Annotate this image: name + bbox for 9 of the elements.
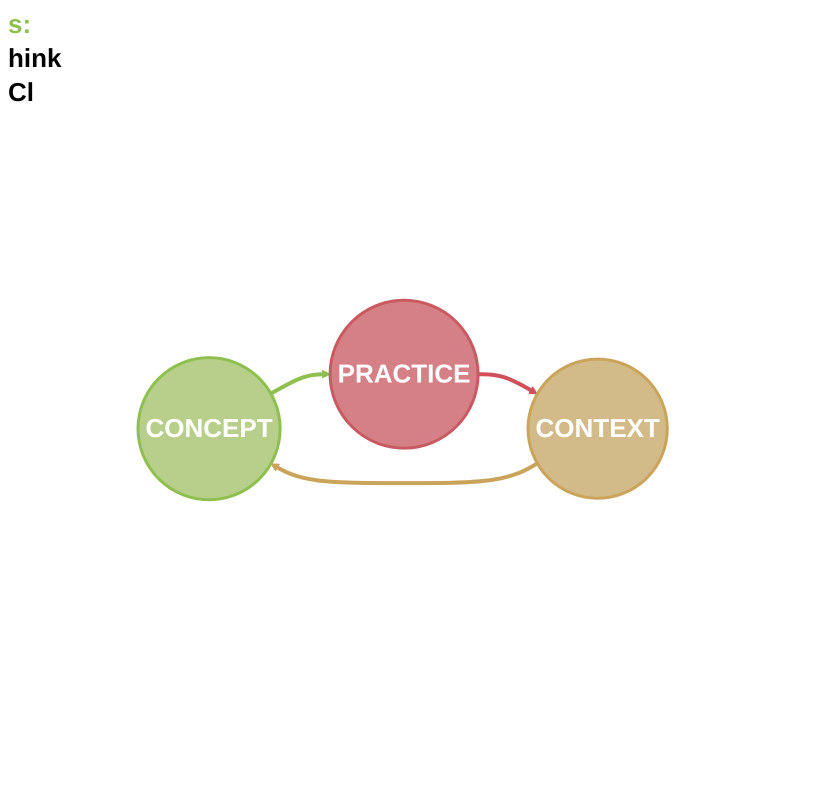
cropped-text: Cl [8, 76, 35, 109]
node-circle: CONCEPT [136, 356, 282, 502]
cropped-text: hink [8, 42, 62, 75]
arrow [270, 462, 538, 486]
arrow [270, 370, 331, 396]
node-circle: PRACTICE [328, 298, 480, 450]
cropped-text: s: [8, 8, 32, 41]
node-circle: CONTEXT [526, 358, 669, 500]
arrow [478, 372, 538, 394]
